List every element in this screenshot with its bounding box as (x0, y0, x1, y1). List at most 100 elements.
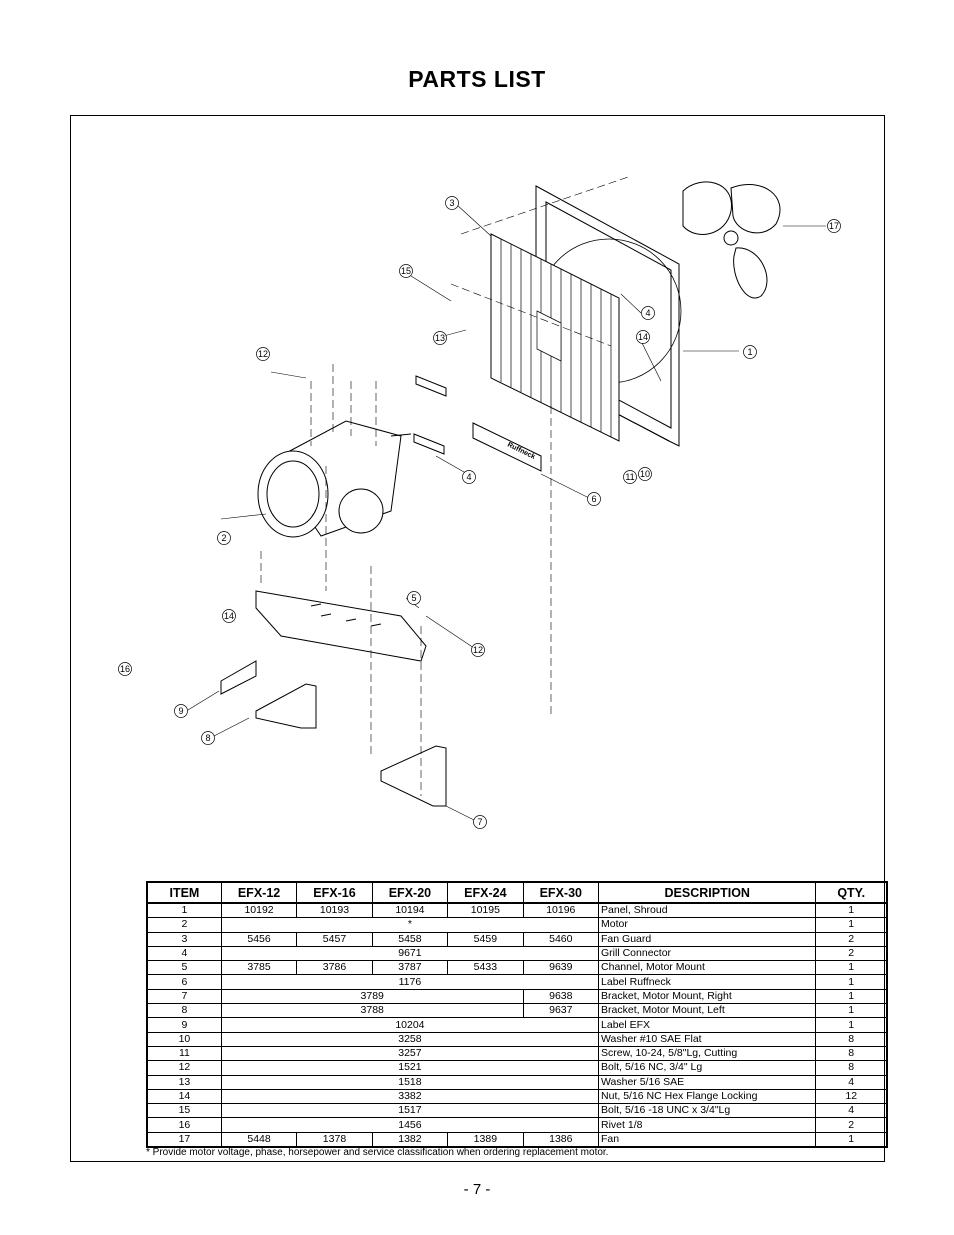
callout-12b: 12 (471, 643, 485, 657)
qty-cell: 12 (815, 1088, 888, 1105)
qty-cell: 2 (815, 1117, 888, 1133)
qty-cell: 1 (815, 902, 888, 919)
qty-cell: 4 (815, 1074, 888, 1090)
part-number-cell: 1386 (522, 1131, 600, 1148)
part-number-cell: 1378 (296, 1131, 373, 1148)
table-header-row: ITEM EFX-12 EFX-16 EFX-20 EFX-24 EFX-30 … (146, 881, 888, 904)
qty-cell: 2 (815, 931, 888, 947)
svg-text:8: 8 (205, 733, 210, 743)
part-number-cell: * (220, 917, 600, 933)
item-cell: 1 (146, 902, 222, 919)
page-number: - 7 - (463, 1181, 491, 1198)
qty-cell: 8 (815, 1045, 888, 1062)
parts-frame: 1 2 3 4 4 5 6 7 8 9 10 11 12 12 13 14 14… (70, 115, 888, 1162)
description-cell: Fan Guard (598, 931, 817, 947)
callout-7: 7 (473, 815, 487, 829)
callout-4a: 4 (641, 306, 655, 320)
part-number-cell: 1382 (371, 1131, 449, 1148)
qty-cell: 1 (815, 917, 888, 933)
qty-cell: 4 (815, 1103, 888, 1119)
part-number-cell: 1389 (447, 1131, 524, 1148)
callout-14a: 14 (636, 330, 650, 344)
item-cell: 5 (146, 960, 222, 976)
svg-text:1: 1 (747, 347, 752, 357)
svg-text:12: 12 (473, 645, 483, 655)
part-number-cell: 3786 (296, 960, 373, 976)
part-number-cell: 10196 (522, 902, 600, 919)
item-cell: 13 (146, 1074, 222, 1090)
col-header-qty: QTY. (815, 881, 888, 904)
part-number-cell: 10193 (296, 902, 373, 919)
part-number-cell: 9671 (220, 945, 600, 962)
description-cell: Label Ruffneck (598, 974, 817, 990)
callout-6: 6 (587, 492, 601, 506)
qty-cell: 8 (815, 1031, 888, 1047)
qty-cell: 1 (815, 1017, 888, 1033)
callout-14b: 14 (222, 609, 236, 623)
svg-text:14: 14 (638, 332, 648, 342)
svg-text:6: 6 (591, 494, 596, 504)
callout-12a: 12 (256, 347, 270, 361)
part-number-cell: 1518 (220, 1074, 600, 1090)
qty-cell: 1 (815, 974, 888, 990)
description-cell: Panel, Shroud (598, 902, 817, 919)
svg-text:14: 14 (224, 611, 234, 621)
item-cell: 6 (146, 974, 222, 990)
description-cell: Bolt, 5/16 NC, 3/4" Lg (598, 1060, 817, 1076)
description-cell: Grill Connector (598, 945, 817, 962)
item-cell: 17 (146, 1131, 222, 1148)
svg-text:4: 4 (645, 308, 650, 318)
part-number-cell: 9637 (522, 1003, 600, 1019)
part-number-cell: 3258 (220, 1031, 600, 1047)
item-cell: 14 (146, 1088, 222, 1105)
part-number-cell: 3788 (220, 1003, 524, 1019)
part-number-cell: 10194 (371, 902, 449, 919)
motor-mount-channel (255, 590, 427, 662)
part-number-cell: 5456 (220, 931, 298, 947)
part-number-cell: 5433 (447, 960, 524, 976)
description-cell: Channel, Motor Mount (598, 960, 817, 976)
item-cell: 2 (146, 917, 222, 933)
callout-11: 11 (623, 470, 637, 484)
description-cell: Rivet 1/8 (598, 1117, 817, 1133)
description-cell: Bracket, Motor Mount, Left (598, 1003, 817, 1019)
callout-8: 8 (201, 731, 215, 745)
fan-guard (490, 233, 620, 442)
callout-17: 17 (827, 219, 841, 233)
col-header-item: ITEM (146, 881, 222, 904)
description-cell: Washer #10 SAE Flat (598, 1031, 817, 1047)
part-number-cell: 3785 (220, 960, 298, 976)
description-cell: Nut, 5/16 NC Hex Flange Locking (598, 1088, 817, 1105)
item-cell: 9 (146, 1017, 222, 1033)
callout-1: 1 (743, 345, 757, 359)
svg-text:4: 4 (466, 472, 471, 482)
item-cell: 11 (146, 1045, 222, 1062)
qty-cell: 1 (815, 1131, 888, 1148)
callout-16: 16 (118, 662, 132, 676)
part-number-cell: 5459 (447, 931, 524, 947)
item-cell: 10 (146, 1031, 222, 1047)
item-cell: 7 (146, 988, 222, 1005)
col-header-efx20: EFX-20 (371, 881, 449, 904)
svg-text:12: 12 (258, 349, 268, 359)
part-number-cell: 10192 (220, 902, 298, 919)
col-header-efx16: EFX-16 (296, 881, 373, 904)
svg-text:5: 5 (411, 593, 416, 603)
callouts: 1 2 3 4 4 5 6 7 8 9 10 11 12 12 13 14 14… (118, 196, 841, 829)
col-header-efx12: EFX-12 (220, 881, 298, 904)
callout-3: 3 (445, 196, 459, 210)
description-cell: Screw, 10-24, 5/8"Lg, Cutting (598, 1045, 817, 1062)
part-number-cell: 1456 (220, 1117, 600, 1133)
svg-text:9: 9 (178, 706, 183, 716)
callout-13: 13 (433, 331, 447, 345)
callout-10: 10 (638, 467, 652, 481)
callout-5: 5 (407, 591, 421, 605)
